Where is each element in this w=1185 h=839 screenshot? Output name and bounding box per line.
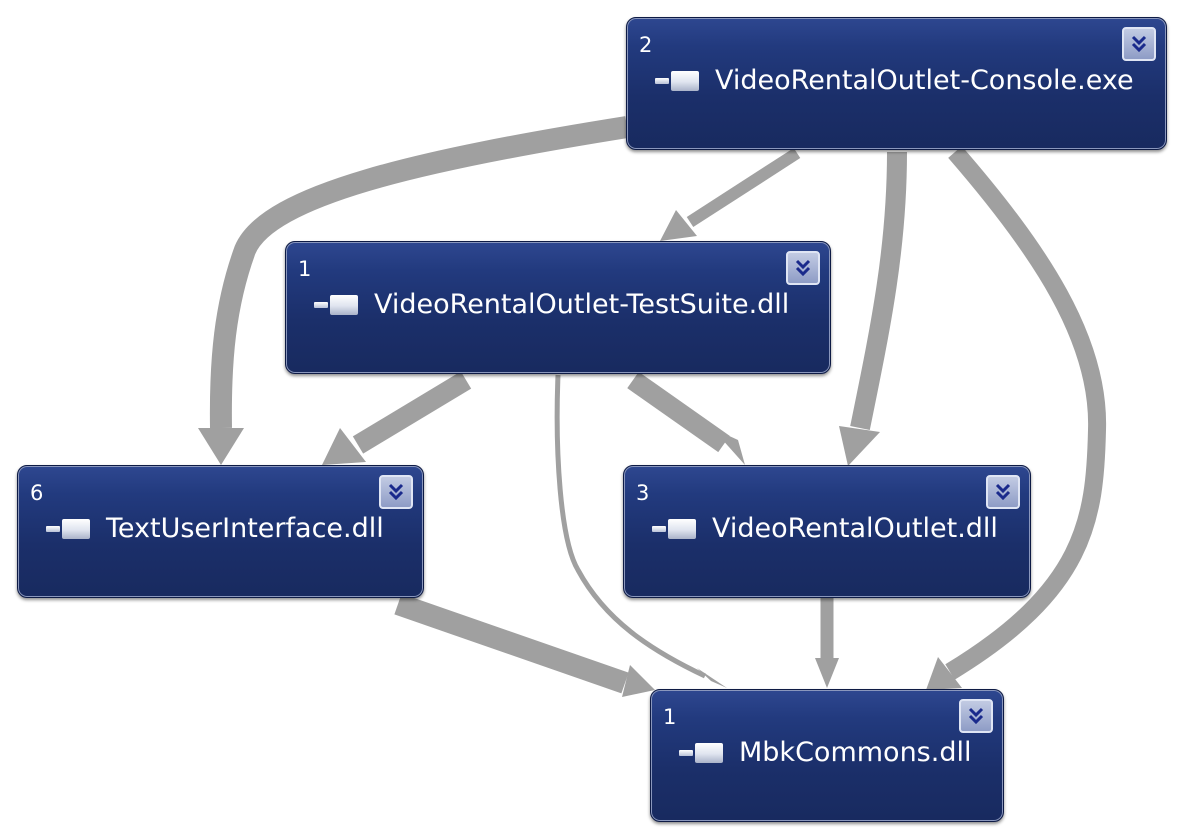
expand-button[interactable] [379,475,413,509]
assembly-icon [314,294,364,316]
node-label: VideoRentalOutlet-Console.exe [715,65,1134,96]
node-count: 1 [663,705,677,729]
edge-arrowhead [322,428,366,465]
node-textuserinterface-dll[interactable]: 6 TextUserInterface.dll [17,465,424,598]
node-label: MbkCommons.dll [739,737,972,768]
assembly-icon [679,742,729,764]
chevron-double-down-icon [1131,35,1147,53]
node-label: VideoRentalOutlet.dll [712,513,998,544]
edge-testsuite-to-videorentaloutlet [627,371,730,453]
assembly-icon [46,518,96,540]
edge-arrowhead [839,426,880,466]
edge-testsuite-to-textuserinterface [352,371,472,454]
expand-button[interactable] [786,251,820,285]
edge-console-to-testsuite [686,147,801,228]
expand-button[interactable] [986,475,1020,509]
node-count: 1 [298,257,312,281]
node-label: TextUserInterface.dll [106,513,384,544]
chevron-double-down-icon [795,259,811,277]
chevron-double-down-icon [995,483,1011,501]
node-count: 2 [639,33,653,57]
chevron-double-down-icon [968,707,984,725]
edge-console-to-videorentaloutlet [850,151,907,430]
assembly-icon [655,70,705,92]
edge-arrowhead [660,210,697,241]
edge-console-to-mbkcommons [945,146,1107,680]
expand-button[interactable] [1122,27,1156,61]
node-videorentaloutlet-console-exe[interactable]: 2 VideoRentalOutlet-Console.exe [626,17,1167,150]
edge-arrowhead [697,668,727,688]
edge-arrowhead [815,658,839,688]
node-count: 6 [30,481,44,505]
edge-testsuite-to-mbkcommons [554,374,707,679]
node-count: 3 [636,481,650,505]
node-label: VideoRentalOutlet-TestSuite.dll [374,289,790,320]
node-videorentaloutlet-dll[interactable]: 3 VideoRentalOutlet.dll [623,465,1031,598]
node-videorentaloutlet-testsuite-dll[interactable]: 1 VideoRentalOutlet-TestSuite.dll [285,241,831,374]
chevron-double-down-icon [388,483,404,501]
edge-arrowhead [622,665,655,697]
edge-arrowhead [712,428,745,465]
edge-arrowhead [198,428,244,465]
node-mbkcommons-dll[interactable]: 1 MbkCommons.dll [650,689,1004,822]
expand-button[interactable] [959,699,993,733]
edge-arrowhead [926,657,962,690]
edge-console-to-textuserinterface [209,116,629,429]
edge-textuserinterface-to-mbkcommons [394,593,629,694]
assembly-icon [652,518,702,540]
